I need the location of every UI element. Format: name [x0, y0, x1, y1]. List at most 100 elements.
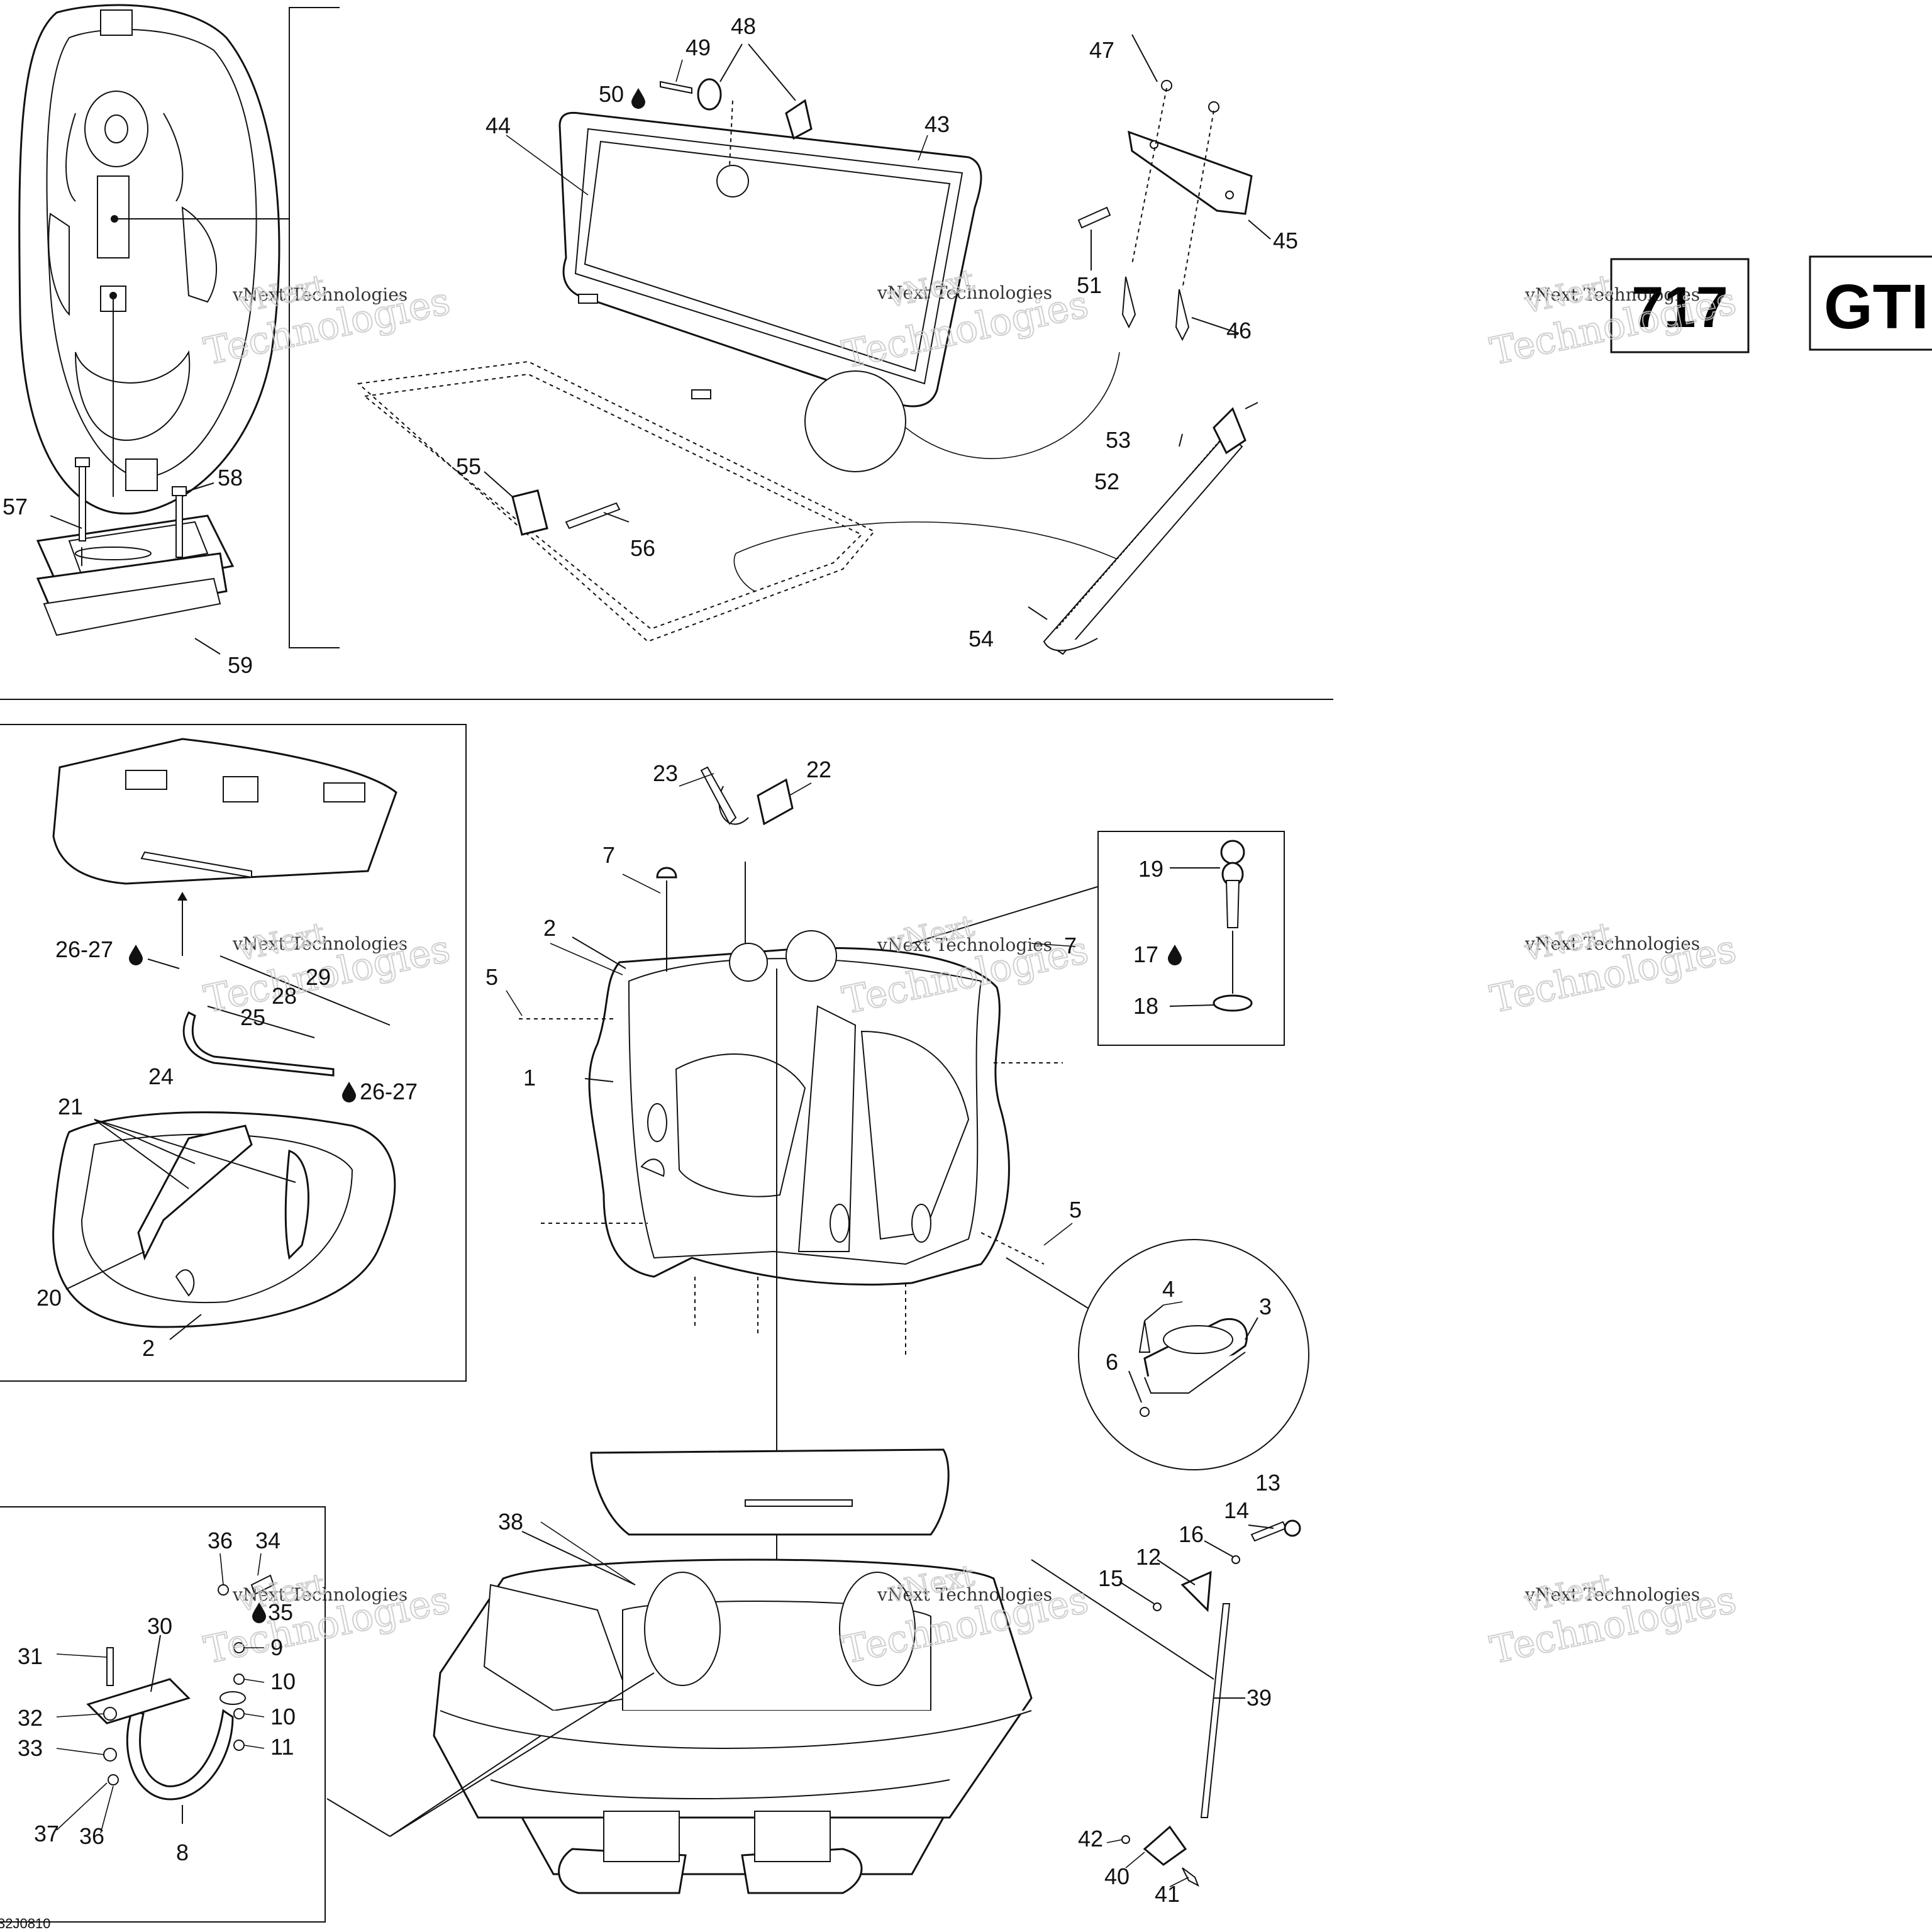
latch-parts-48-50: [660, 43, 813, 167]
callout-5-a: 5: [486, 964, 498, 990]
callout-58: 58: [218, 465, 243, 491]
callout-36-a: 36: [208, 1528, 233, 1553]
callout-31: 31: [18, 1643, 43, 1669]
lid-spring-52: [1028, 402, 1258, 655]
seat-cover-part: [52, 738, 397, 956]
callout-34: 34: [255, 1528, 280, 1553]
callout-40: 40: [1104, 1863, 1130, 1889]
callout-42: 42: [1078, 1826, 1103, 1852]
callout-53: 53: [1106, 427, 1131, 453]
callout-17: 17: [1133, 941, 1158, 967]
callout-28: 28: [272, 983, 297, 1009]
callout-44: 44: [486, 113, 511, 138]
latch-55-56: [484, 352, 1120, 536]
fuel-tank-assembly-20-21: [52, 1111, 396, 1340]
callout-38: 38: [498, 1509, 523, 1535]
hinge-bracket-45: [1077, 34, 1271, 341]
hull-top-view: [18, 4, 289, 514]
grab-bar-24: [147, 955, 391, 1077]
model-text: GTI: [1824, 272, 1929, 342]
callout-4: 4: [1162, 1276, 1175, 1302]
callout-6: 6: [1106, 1349, 1118, 1375]
callout-33: 33: [18, 1735, 43, 1761]
watermark-text: vNext Technologies: [232, 1584, 408, 1605]
callout-9: 9: [270, 1635, 283, 1660]
watermarks: vNext Technologies vNext Technologies vN…: [200, 262, 1741, 1673]
storage-opening-dashed: [357, 360, 1133, 643]
vent-grommet-3: [1128, 1304, 1258, 1417]
rear-hull-view: [326, 1448, 1214, 1894]
engine-code-text: 717: [1631, 275, 1728, 340]
callout-39: 39: [1246, 1685, 1272, 1711]
callout-52: 52: [1094, 469, 1119, 494]
callout-30: 30: [147, 1613, 172, 1639]
callout-35: 35: [268, 1599, 293, 1625]
callout-11: 11: [270, 1734, 294, 1760]
callout-7-b: 7: [1064, 933, 1077, 958]
callout-55: 55: [456, 453, 481, 479]
callout-51: 51: [1077, 272, 1102, 298]
callout-57: 57: [3, 494, 28, 519]
oil-drop-icon: [1168, 945, 1182, 965]
oil-drop-icon: [631, 88, 645, 109]
callout-1: 1: [523, 1065, 536, 1091]
lid-support-39: [1119, 1519, 1301, 1887]
callout-45: 45: [1273, 228, 1298, 253]
watermark-text: vNext Technologies: [1524, 933, 1700, 954]
callout-5-b: 5: [1069, 1197, 1082, 1223]
callout-26-27-b: 26-27: [360, 1079, 418, 1104]
callout-49: 49: [686, 35, 711, 60]
callout-3: 3: [1259, 1294, 1272, 1319]
callout-24: 24: [148, 1063, 174, 1089]
callout-46: 46: [1226, 318, 1252, 343]
tow-hook-8: [86, 1574, 275, 1824]
callout-16: 16: [1179, 1521, 1204, 1547]
callout-37: 37: [34, 1821, 59, 1846]
panel-frames: [0, 7, 1333, 1923]
callout-48: 48: [731, 13, 756, 39]
callout-54: 54: [969, 626, 994, 652]
callout-50: 50: [599, 81, 624, 107]
watermark-text: vNext Technologies: [877, 1584, 1052, 1605]
callout-14: 14: [1224, 1497, 1249, 1523]
callout-56: 56: [630, 535, 655, 561]
callout-43: 43: [924, 111, 950, 137]
clip-and-strap-22-23: [656, 766, 794, 972]
callout-59: 59: [228, 652, 253, 678]
callout-8: 8: [176, 1840, 189, 1865]
storage-lid-43-44: [558, 111, 982, 408]
model-box: GTI: [1809, 255, 1932, 351]
oil-drop-icon: [252, 1602, 266, 1623]
callout-12: 12: [1136, 1544, 1161, 1570]
watermark-text: vNext Technologies: [232, 933, 408, 954]
callout-29: 29: [306, 964, 331, 990]
watermark-text: vNext Technologies: [877, 935, 1052, 955]
callout-36-b: 36: [79, 1823, 104, 1849]
callout-18: 18: [1133, 993, 1158, 1019]
watermark-text: vNext Technologies: [877, 282, 1052, 303]
callout-25: 25: [240, 1004, 265, 1030]
callout-7-a: 7: [602, 842, 615, 868]
callout-41: 41: [1155, 1881, 1180, 1907]
oil-drop-icon: [342, 1082, 356, 1102]
callout-15: 15: [1098, 1565, 1123, 1591]
callout-22: 22: [806, 757, 831, 782]
callout-47: 47: [1089, 37, 1114, 63]
watermark-text: vNext Technologies: [1524, 284, 1700, 305]
callout-2-a: 2: [543, 915, 556, 941]
engine-code-box: 717: [1610, 258, 1750, 353]
cover-plate-57-59: [36, 457, 235, 655]
figure-code: 32J0810: [0, 1916, 50, 1931]
callout-2-b: 2: [142, 1335, 155, 1361]
callout-26-27-a: 26-27: [55, 936, 113, 962]
oil-drop-icon: [129, 945, 143, 965]
watermark-text: vNext Technologies: [232, 284, 408, 305]
leader-lines: [56, 59, 1189, 1887]
callout-21: 21: [58, 1094, 83, 1119]
callout-19: 19: [1138, 856, 1163, 882]
callout-10-b: 10: [270, 1704, 296, 1729]
callout-10-a: 10: [270, 1668, 296, 1694]
callout-20: 20: [36, 1285, 62, 1311]
bumper-17-19: [1169, 840, 1253, 1012]
